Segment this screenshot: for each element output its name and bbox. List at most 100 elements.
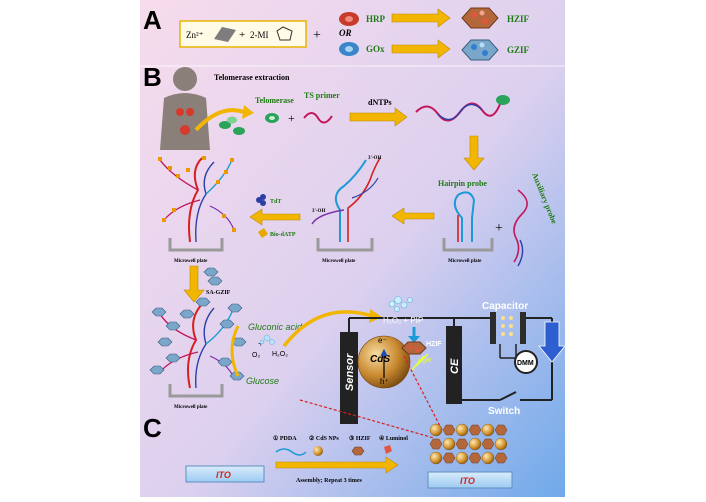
hairpin-probe-label: Hairpin probe (438, 179, 487, 188)
step-luminol-label: ④ Luminol (379, 435, 408, 442)
or-label: OR (339, 28, 352, 38)
capacitor-icon (490, 312, 526, 344)
light-label: Light (418, 358, 431, 364)
microwell-plate-3: Microwell plate (442, 238, 494, 264)
gzif-labeled-structure (149, 297, 247, 389)
switch-icon (499, 391, 517, 401)
tdt-enzyme-icon (256, 194, 266, 206)
hzif-crystal-dot (442, 452, 456, 464)
electron-label: e⁻ (378, 336, 387, 345)
peroxide-pip-label: H₂O₂ + PIP (383, 316, 423, 325)
arrow-down-hairpin (463, 135, 485, 171)
svg-text:Microwell plate: Microwell plate (174, 405, 208, 410)
human-body-icon (160, 67, 210, 150)
pdda-strand-icon (275, 448, 307, 456)
cds-label: CdS (370, 354, 390, 365)
sa-gzif-icon (203, 267, 223, 286)
gzif-label: GZIF (507, 45, 530, 55)
hzif-step-icon (351, 446, 365, 456)
cds-nanoparticle-dot (429, 423, 443, 437)
arrow-assembly (275, 456, 399, 474)
microwell-plate-1: Microwell plate (168, 238, 224, 264)
ts-primer-strand (303, 112, 333, 124)
cds-nanoparticle-dot (455, 451, 469, 465)
telomerase-extraction-label: Telomerase extraction (214, 73, 290, 82)
light-emission-icon (411, 353, 429, 371)
plus-sign-o2: + (258, 339, 264, 350)
microwell-plate-4: Microwell plate (168, 384, 224, 410)
modified-electrode-grid (429, 423, 508, 465)
hzif-crystal-dot (494, 452, 508, 464)
hzif-crystal-dot (455, 438, 469, 450)
svg-text:Microwell plate: Microwell plate (322, 259, 356, 264)
panel-label-c: C (143, 413, 162, 443)
cds-nanoparticle-dot (429, 451, 443, 465)
gluconic-acid-label: Gluconic acid (248, 322, 303, 332)
oh-label-left: 3'-OH (312, 209, 325, 214)
svg-text:Microwell plate: Microwell plate (448, 259, 482, 264)
hzif-sensor-label: HZIF (426, 341, 442, 348)
plus-sign-b2: + (495, 221, 503, 236)
cds-nanoparticle-dot (481, 451, 495, 465)
methylimidazole-label: 2-MI (250, 30, 269, 40)
hrp-label: HRP (366, 14, 386, 24)
cds-nanoparticle-dot (455, 423, 469, 437)
dmm-meter-icon (514, 350, 538, 374)
peroxide-label: H₂O₂ (272, 351, 288, 358)
arrow-down-sa-gzif (183, 265, 205, 303)
switch-label: Switch (488, 406, 520, 417)
section-c: ITO ① PDDA ② CdS NPs ③ HZIF ④ Luminol As… (185, 423, 513, 489)
reagent-box (179, 20, 307, 48)
glucose-label: Glucose (246, 376, 279, 386)
biotinylated-structure (158, 156, 236, 243)
microwell-plate-2: Microwell plate (316, 238, 374, 264)
ito-label-left: ITO (216, 470, 231, 480)
hzif-crystal-dot (468, 452, 482, 464)
hzif-crystal-dot (468, 424, 482, 436)
discharge-arrow-icon (538, 321, 566, 363)
hzif-crystal-dot (429, 438, 443, 450)
hole-label: h⁺ (380, 377, 389, 386)
cds-nanoparticle-dot (494, 437, 508, 451)
zinc-ion-label: Zn²⁺ (186, 30, 204, 40)
ito-substrate-left (185, 465, 265, 483)
step-hzif-label: ③ HZIF (349, 435, 371, 442)
down-arrow-hzif (408, 336, 420, 343)
oh-label-top: 3'-OH (368, 156, 381, 161)
plus-sign-b1: + (288, 111, 295, 125)
hzif-crystal-icon (461, 7, 499, 29)
luminol-icon (384, 445, 392, 454)
plus-sign-a1: + (239, 29, 245, 41)
bound-telomerase-icon (496, 95, 510, 105)
bio-datp-icon (258, 228, 268, 238)
capacitor-label: Capacitor (482, 301, 528, 312)
imidazole-ring-icon (276, 26, 293, 41)
dmm-label: DMM (517, 360, 534, 367)
dntps-label: dNTPs (368, 98, 392, 107)
oxygen-bubbles-icon (259, 334, 275, 345)
hzif-crystal-dot (442, 424, 456, 436)
svg-text:CE: CE (449, 358, 461, 374)
sa-gzif-label: SA-GZIF (206, 290, 231, 296)
cycle-arrow (230, 325, 240, 377)
counter-electrode: CE (446, 326, 462, 404)
peroxide-transfer-arrow (282, 310, 373, 348)
arrow-elongation (349, 107, 408, 127)
arrow-left-hybridization (391, 207, 435, 225)
cds-nanoparticle-dot (481, 423, 495, 437)
hzif-on-sensor-icon (401, 341, 427, 355)
zinc-flake-icon (214, 27, 236, 42)
cds-nanoparticle-dot (442, 437, 456, 451)
step-cds-label: ② CdS NPs (309, 435, 339, 442)
hzif-label: HZIF (507, 14, 530, 24)
gzif-crystal-icon (461, 39, 499, 61)
ito-label-right: ITO (460, 476, 475, 486)
panel-label-b: B (143, 62, 162, 92)
hybridized-structure (311, 157, 381, 242)
hzif-crystal-dot (481, 438, 495, 450)
arrow-to-hzif (391, 8, 451, 28)
hzif-crystal-dot (494, 424, 508, 436)
panel-label-a: A (143, 5, 162, 35)
